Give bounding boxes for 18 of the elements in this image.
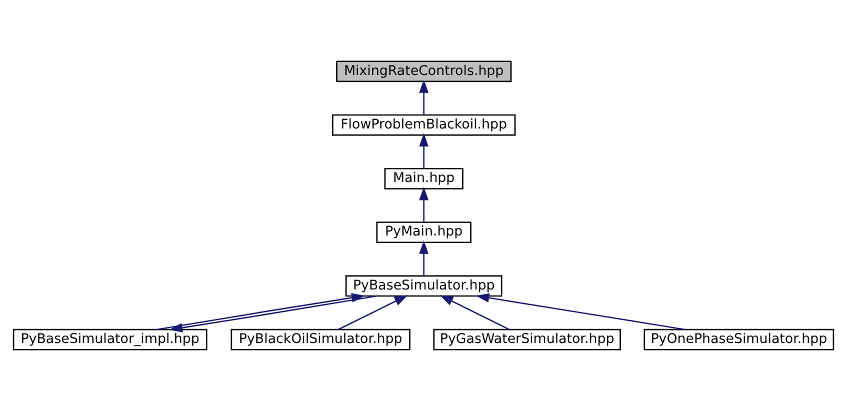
arrow [156,293,366,330]
arrow [169,295,378,332]
arrow [419,80,429,115]
node-box: PyGasWaterSimulator.hpp [433,328,621,350]
node-box: PyOnePhaseSimulator.hpp [644,328,834,350]
arrow [419,186,429,222]
node-box: FlowProblemBlackoil.hpp [332,114,516,136]
node-box: MixingRateControls.hpp [336,60,512,82]
arrow [476,293,685,330]
arrow [419,133,429,168]
arrow [440,295,510,330]
node-box: PyBaseSimulator_impl.hpp [12,328,208,350]
node-box: PyMain.hpp [376,222,472,244]
arrow [338,295,408,330]
node-box: PyBaseSimulator.hpp [345,275,502,297]
node-box: PyBlackOilSimulator.hpp [230,328,410,350]
node-box: Main.hpp [384,168,464,190]
arrow [419,240,429,276]
